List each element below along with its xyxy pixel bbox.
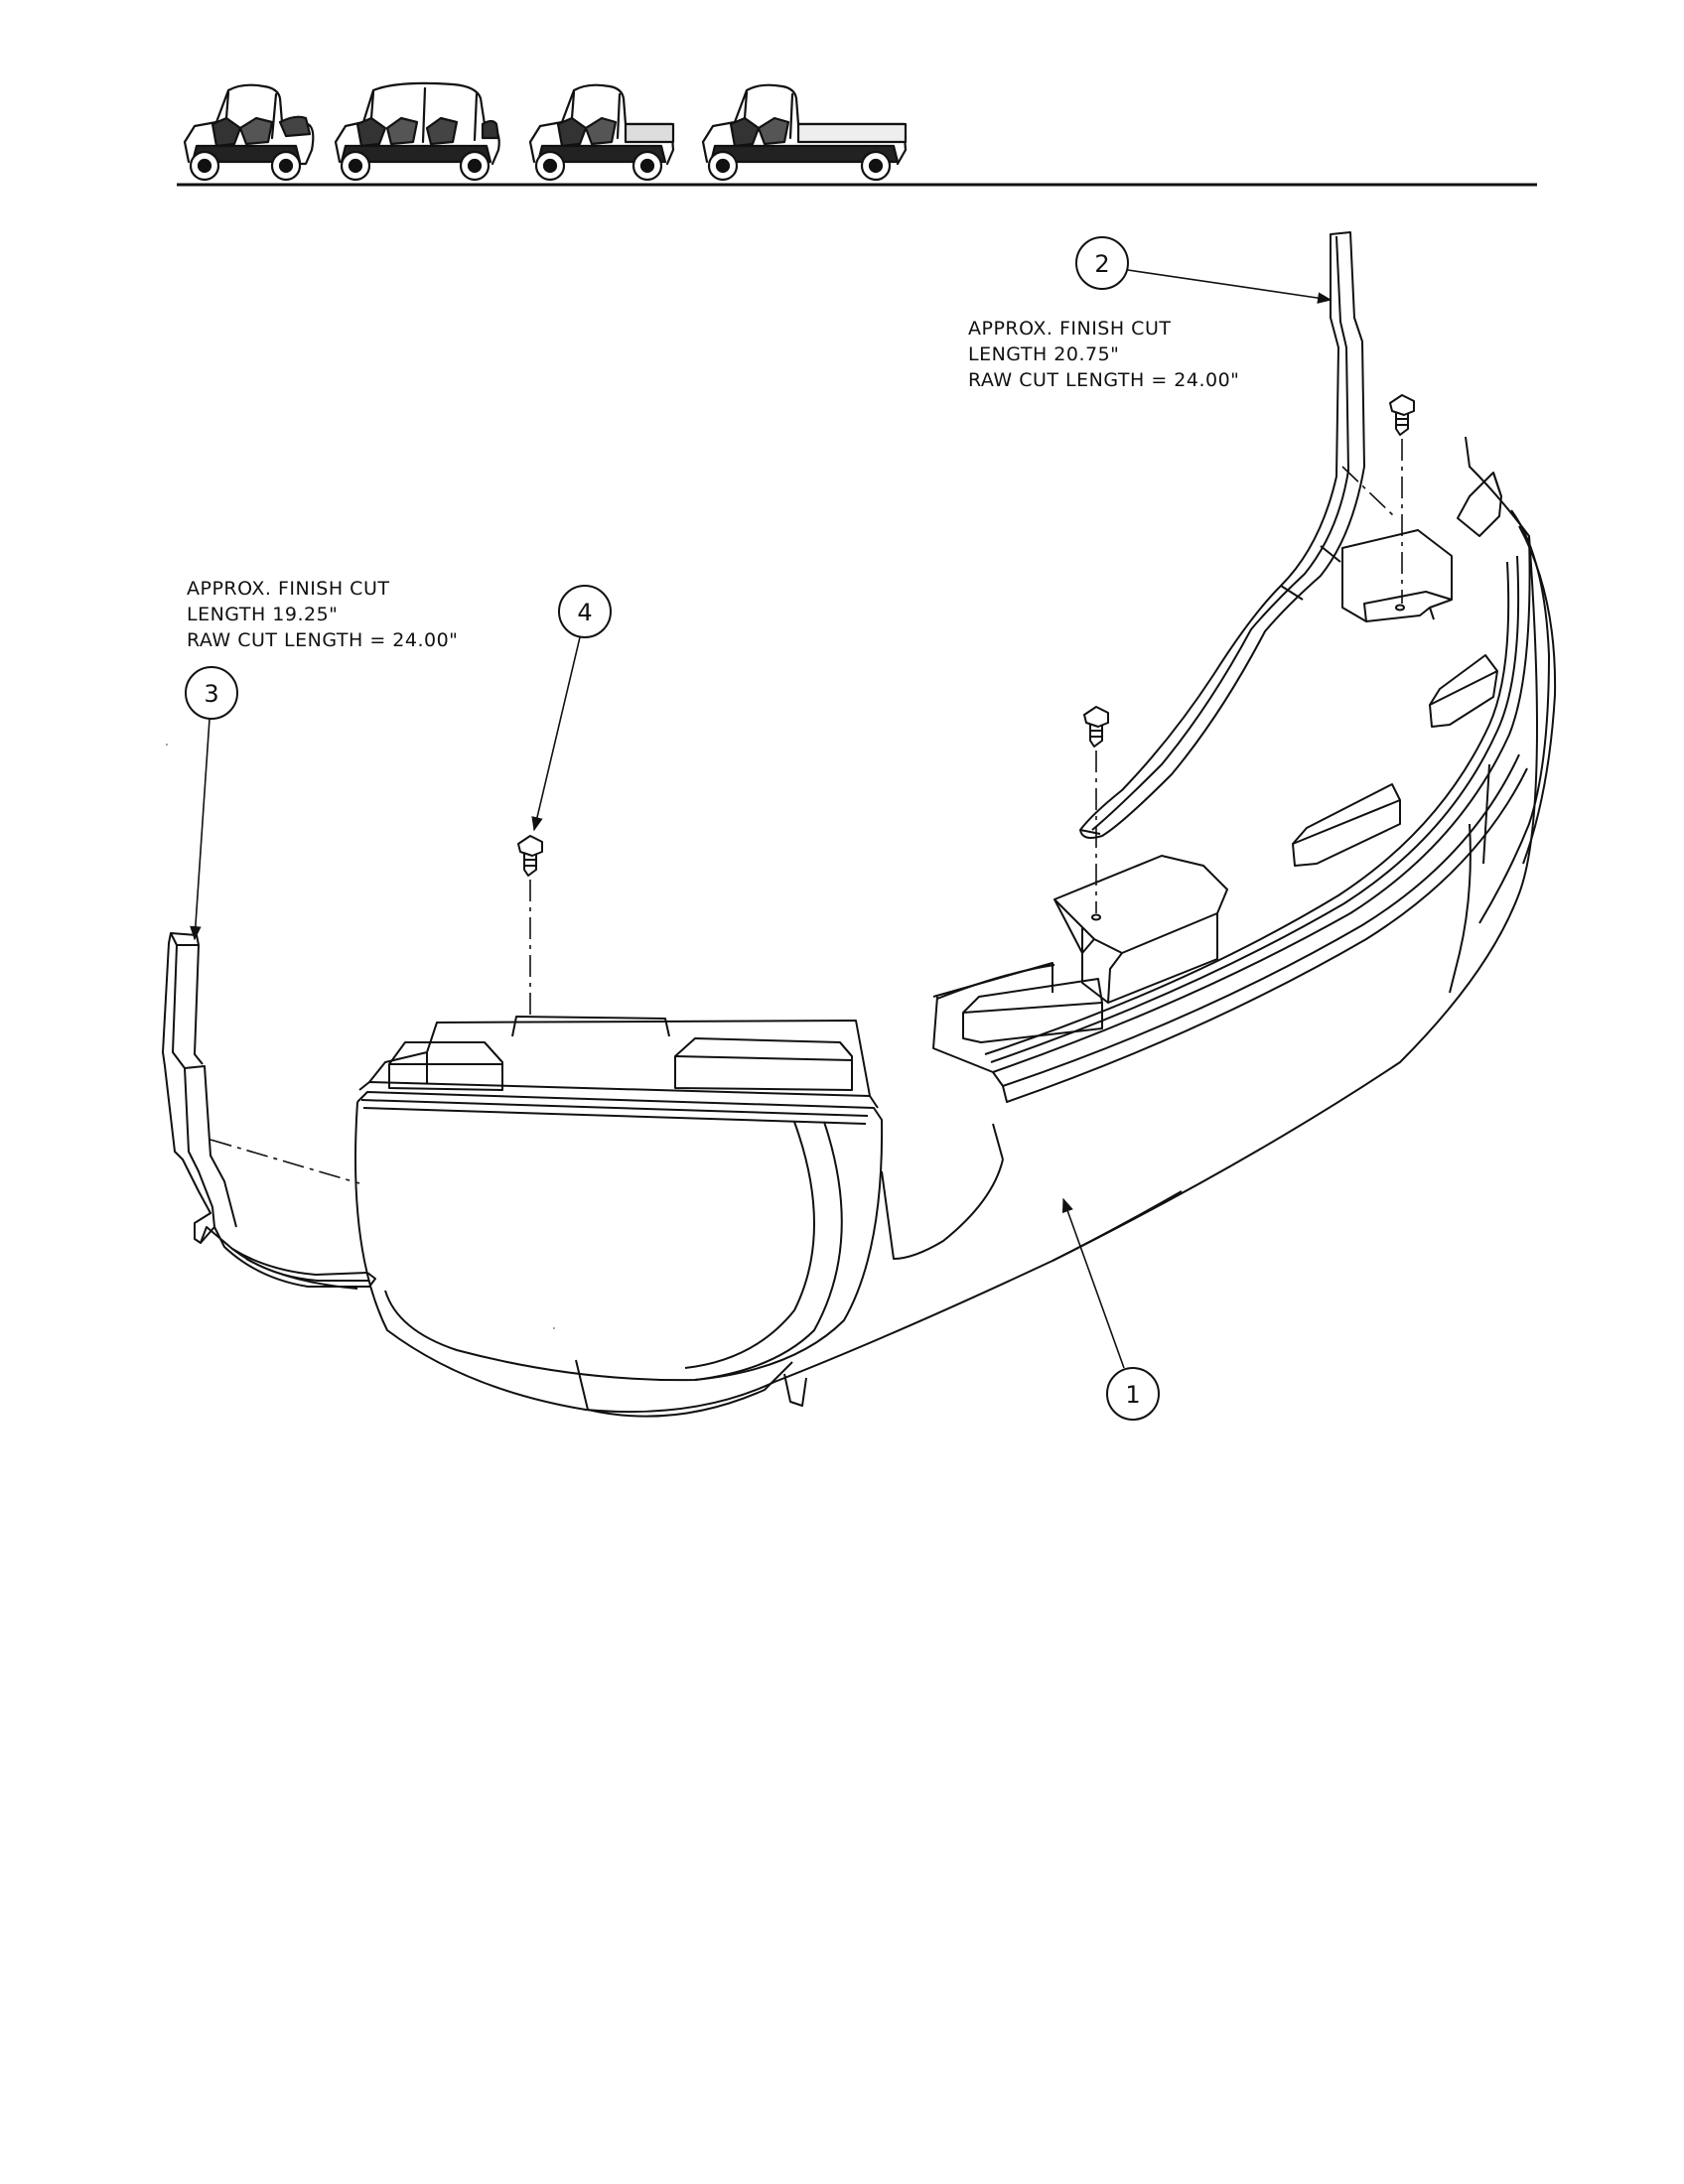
- screw-center-left: [517, 835, 543, 877]
- callout-3-label: 3: [204, 680, 218, 708]
- screw-right: [1389, 394, 1415, 436]
- mounting-bracket-center: [1053, 855, 1228, 1004]
- note-right-line-3: RAW CUT LENGTH = 24.00": [968, 369, 1240, 391]
- callout-1-label: 1: [1125, 1381, 1140, 1409]
- note-left-trim-length: APPROX. FINISH CUT LENGTH 19.25" RAW CUT L…: [187, 576, 458, 653]
- scan-specks: [166, 744, 555, 1329]
- note-left-line-3: RAW CUT LENGTH = 24.00": [187, 629, 459, 651]
- callout-3: 3: [185, 666, 238, 941]
- callout-1: 1: [1061, 1197, 1160, 1421]
- four-seat-vehicle-icon: [334, 81, 500, 182]
- long-bed-utility-vehicle-icon: [701, 83, 908, 182]
- note-left-line-1: APPROX. FINISH CUT: [187, 578, 390, 600]
- screw-center-right: [1083, 706, 1109, 748]
- part-1-front-fascia: [354, 436, 1557, 1418]
- short-bed-utility-vehicle-icon: [528, 83, 675, 182]
- two-seat-vehicle-icon: [183, 83, 315, 182]
- part-2-right-trim-strip: [1079, 231, 1365, 839]
- callout-2-label: 2: [1094, 250, 1109, 278]
- note-right-trim-length: APPROX. FINISH CUT LENGTH 20.75" RAW CUT L…: [968, 316, 1239, 393]
- note-left-line-2: LENGTH 19.25": [187, 604, 339, 625]
- part-3-left-trim-strip: [162, 932, 376, 1290]
- assembly-dashed-lines: [210, 439, 1403, 1184]
- note-right-line-1: APPROX. FINISH CUT: [968, 318, 1172, 340]
- callout-4-label: 4: [577, 599, 592, 626]
- callout-2: 2: [1075, 236, 1333, 304]
- note-right-line-2: LENGTH 20.75": [968, 343, 1120, 365]
- header-vehicle-icons: [183, 81, 908, 182]
- callout-4: 4: [531, 585, 612, 832]
- mounting-bracket-right: [1341, 529, 1453, 622]
- part-4-screws: [517, 394, 1415, 877]
